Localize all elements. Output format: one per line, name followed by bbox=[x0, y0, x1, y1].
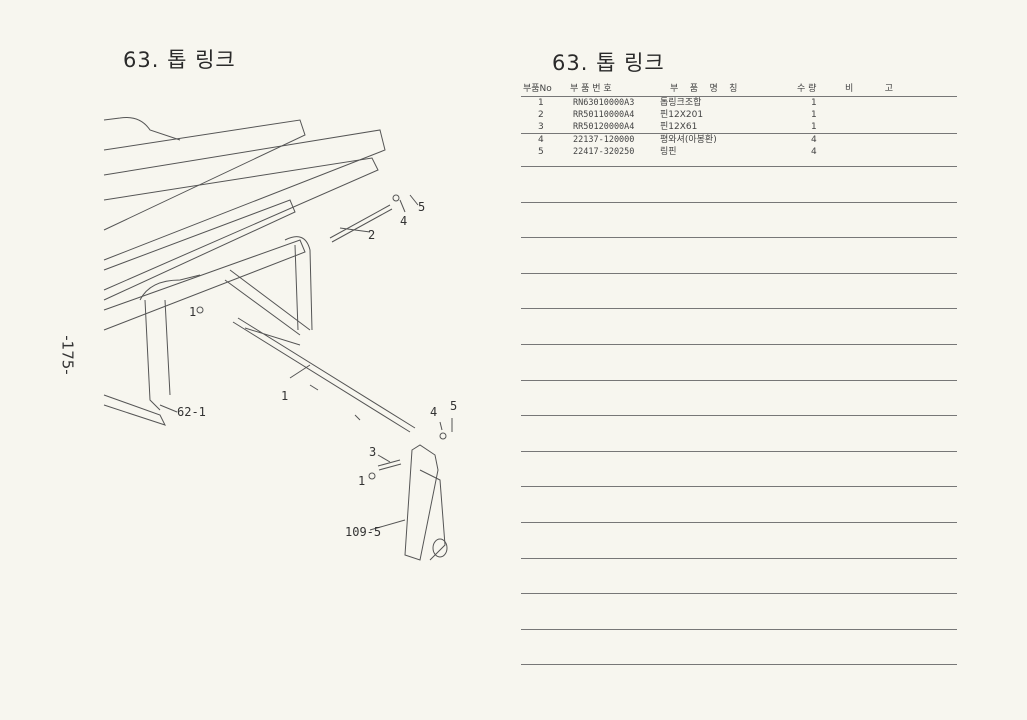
ruled-line bbox=[521, 593, 957, 594]
cell-name: 핀12X61 bbox=[660, 122, 698, 132]
table-row: 3 RR50120000A4 핀12X61 1 bbox=[521, 122, 957, 133]
callout-5: 5 bbox=[418, 200, 426, 214]
cell-name: 링핀 bbox=[660, 147, 677, 157]
callout-109-5: 109-5 bbox=[345, 525, 382, 539]
header-part-name: 부 품 명 칭 bbox=[670, 84, 738, 94]
ruled-line bbox=[521, 415, 957, 416]
callout-1-lower: 1 bbox=[358, 474, 366, 488]
header-remark: 비 고 bbox=[845, 84, 894, 94]
header-part-no: 부품No bbox=[523, 84, 552, 94]
ruled-line bbox=[521, 308, 957, 309]
cell-qty: 4 bbox=[811, 135, 817, 145]
callout-1-washer: 1 bbox=[189, 305, 197, 319]
cell-no: 4 bbox=[538, 135, 544, 145]
cell-code: RR50120000A4 bbox=[573, 122, 635, 132]
ruled-line bbox=[521, 273, 957, 274]
ruled-line bbox=[521, 344, 957, 345]
callout-3: 3 bbox=[369, 445, 377, 459]
ruled-line bbox=[521, 486, 957, 487]
callout-2: 2 bbox=[368, 228, 376, 242]
callout-5-lower: 5 bbox=[450, 399, 458, 413]
cell-code: RR50110000A4 bbox=[573, 110, 635, 120]
callout-4-lower: 4 bbox=[430, 405, 438, 419]
cell-no: 5 bbox=[538, 147, 544, 157]
cell-name: 평와셔(아봉환) bbox=[660, 135, 717, 145]
cell-qty: 1 bbox=[811, 110, 817, 120]
cell-code: 22417-320250 bbox=[573, 147, 635, 157]
callout-1-top-link: 1 bbox=[281, 389, 289, 403]
cell-qty: 4 bbox=[811, 147, 817, 157]
header-quantity: 수 량 bbox=[797, 84, 817, 94]
ruled-line bbox=[521, 522, 957, 523]
table-row: 1 RN63010000A3 톱링크조합 1 bbox=[521, 98, 957, 109]
header-rule bbox=[521, 96, 957, 97]
cell-no: 3 bbox=[538, 122, 544, 132]
left-page-title: 63. 톱 링크 bbox=[123, 48, 236, 72]
table-row: 4 22137-120000 평와셔(아봉환) 4 bbox=[521, 135, 957, 146]
table-row: 5 22417-320250 링핀 4 bbox=[521, 147, 957, 158]
ruled-line bbox=[521, 664, 957, 665]
header-part-code: 부 품 번 호 bbox=[570, 84, 612, 94]
table-row: 2 RR50110000A4 핀12X201 1 bbox=[521, 110, 957, 121]
callout-4: 4 bbox=[400, 214, 408, 228]
cell-qty: 1 bbox=[811, 122, 817, 132]
ruled-line bbox=[521, 629, 957, 630]
ruled-line bbox=[521, 237, 957, 238]
ruled-line bbox=[521, 380, 957, 381]
cell-name: 핀12X201 bbox=[660, 110, 704, 120]
cell-no: 1 bbox=[538, 98, 544, 108]
cell-qty: 1 bbox=[811, 98, 817, 108]
cell-code: 22137-120000 bbox=[573, 135, 635, 145]
row-rule bbox=[521, 133, 957, 134]
ruled-line bbox=[521, 202, 957, 203]
ruled-line bbox=[521, 166, 957, 167]
ruled-line bbox=[521, 451, 957, 452]
right-page-title: 63. 톱 링크 bbox=[552, 51, 665, 75]
cell-code: RN63010000A3 bbox=[573, 98, 635, 108]
callout-62-1: 62-1 bbox=[177, 405, 206, 419]
cell-no: 2 bbox=[538, 110, 544, 120]
cell-name: 톱링크조합 bbox=[660, 98, 702, 108]
ruled-line bbox=[521, 558, 957, 559]
